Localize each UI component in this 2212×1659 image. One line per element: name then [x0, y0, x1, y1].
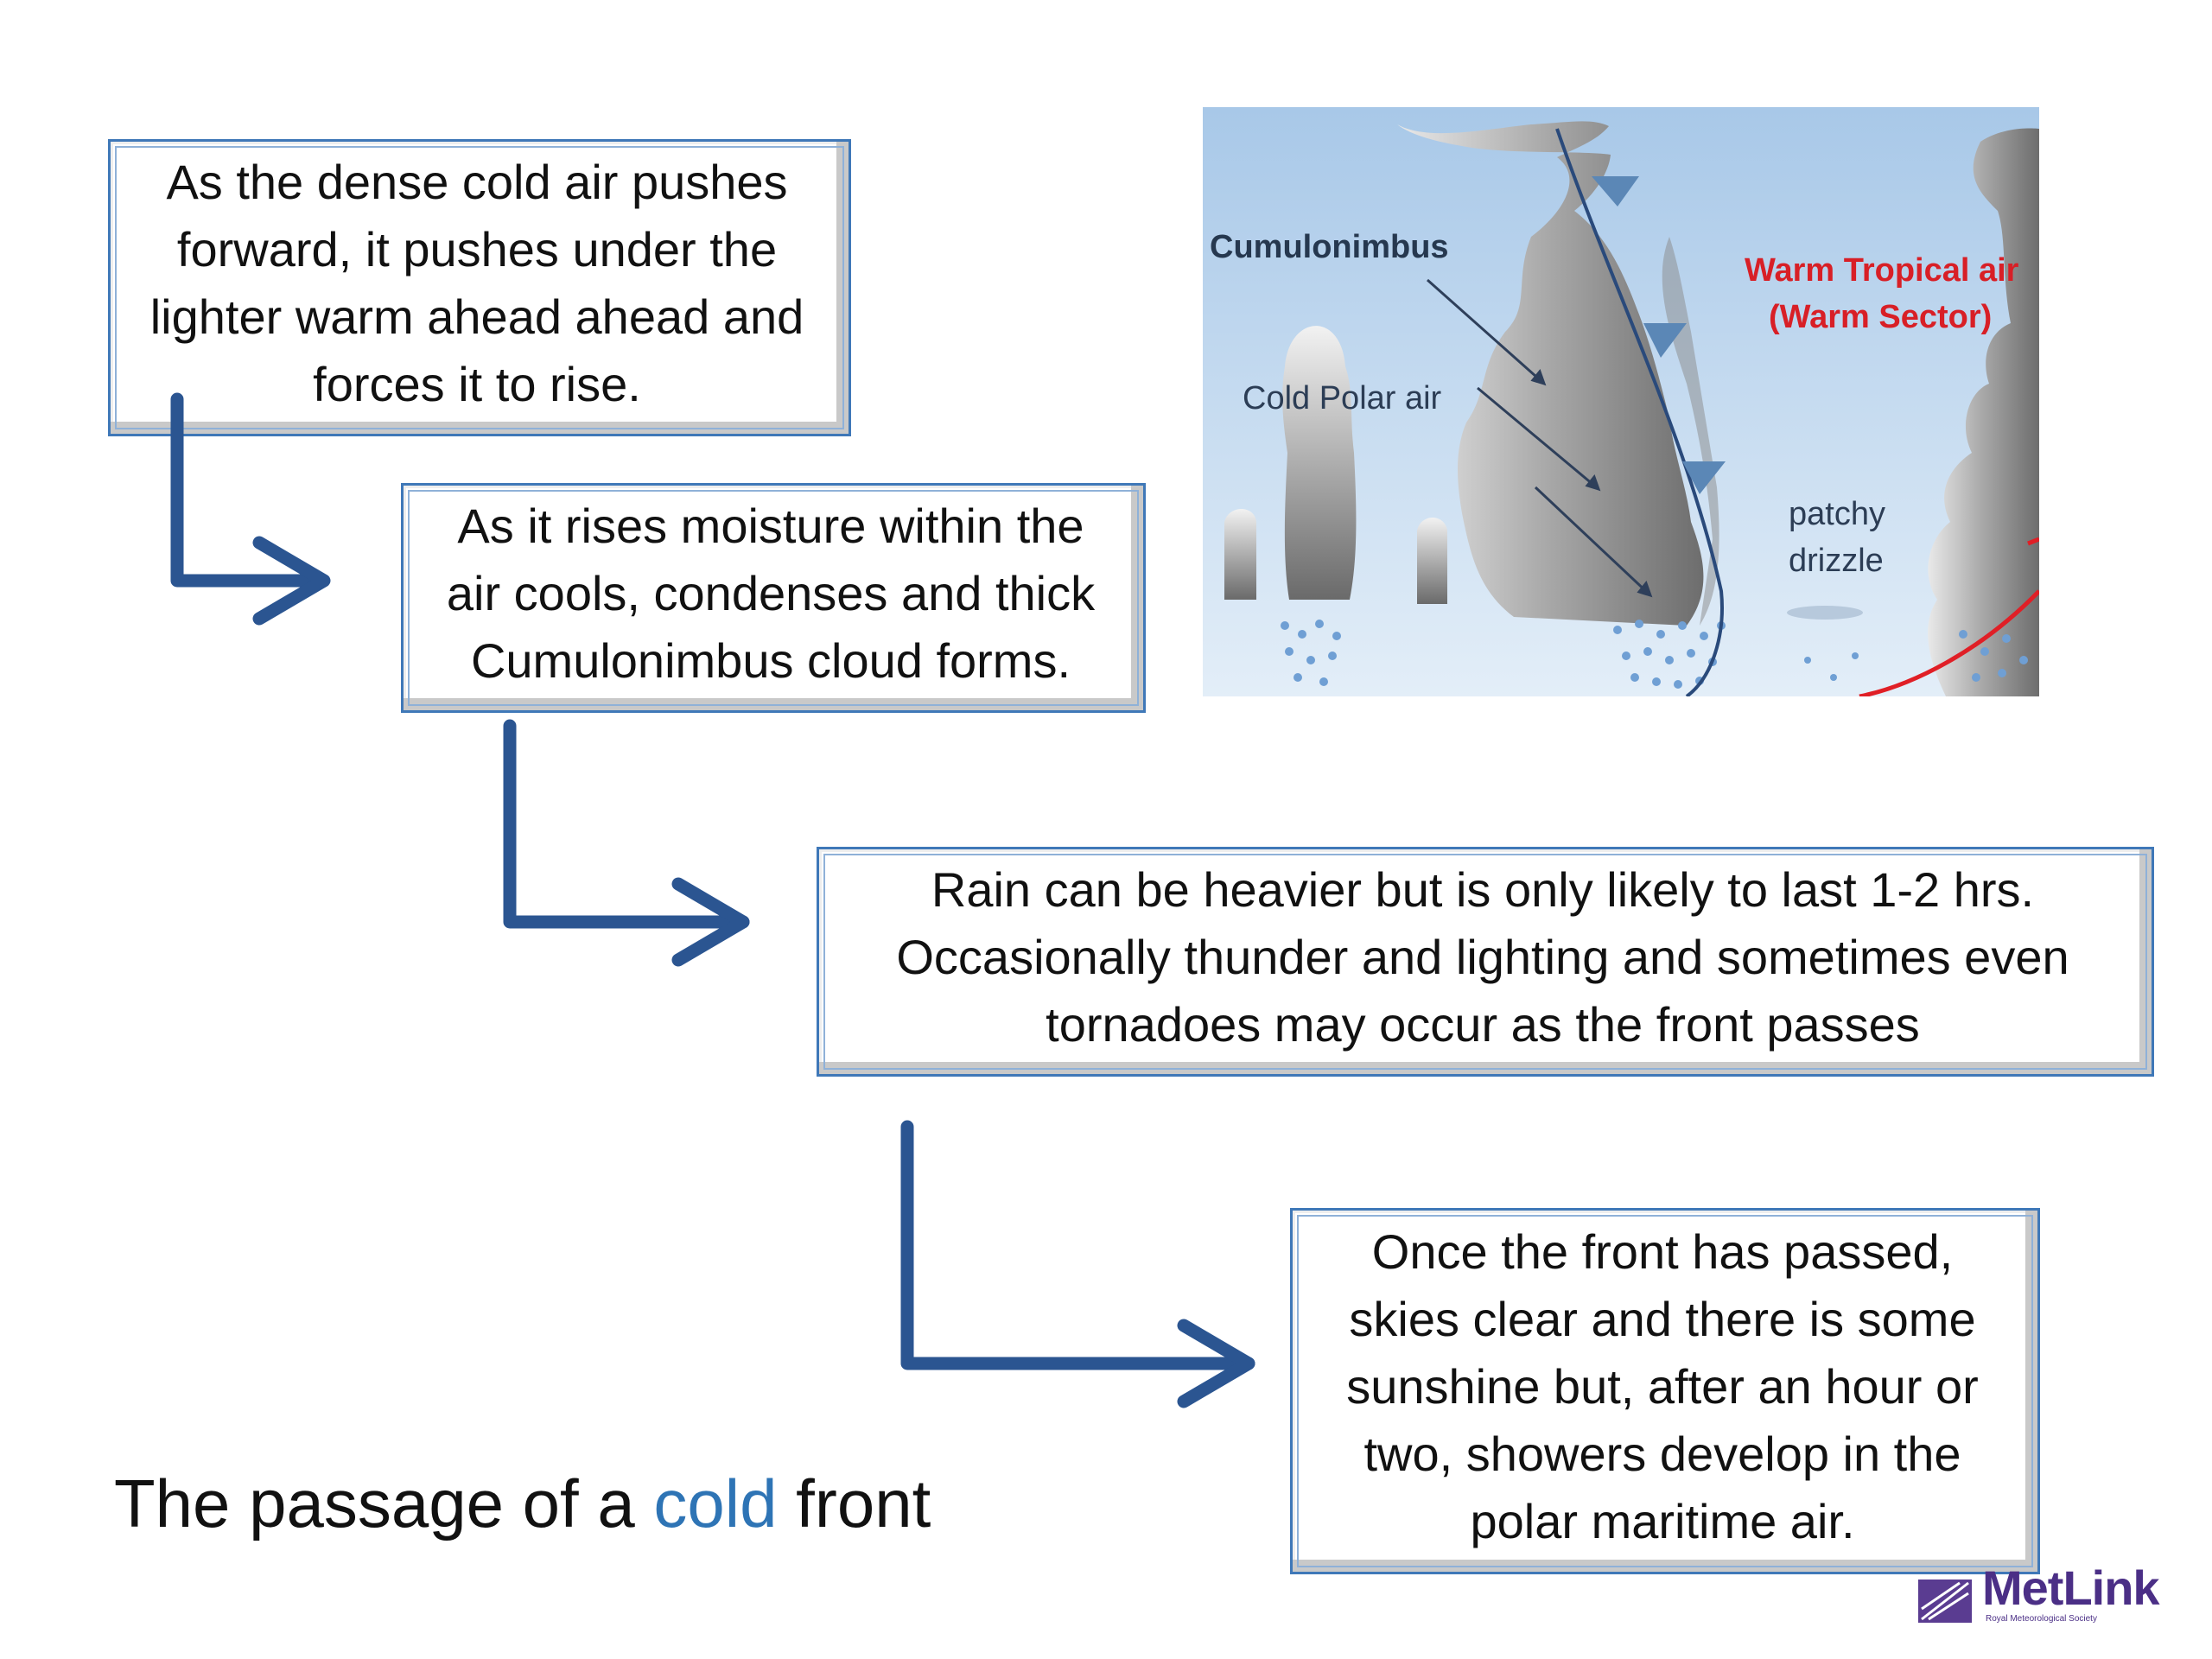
step-box-3: Rain can be heavier but is only likely t… [817, 847, 2154, 1077]
step-box-4: Once the front has passed, skies clear a… [1290, 1208, 2040, 1574]
cold-front-cross-section [1203, 107, 2039, 696]
arrow-3-to-4 [900, 1120, 1255, 1408]
pointer-arrows [1427, 278, 1653, 598]
small-clouds-left [1224, 326, 1447, 604]
title-highlight: cold [653, 1465, 778, 1541]
step-box-1: As the dense cold air pushes forward, it… [108, 139, 851, 436]
warm-front-line [1859, 589, 2039, 696]
metlink-logo: MetLink Royal Meteorological Society [1916, 1562, 2167, 1631]
cloud-right [1928, 128, 2039, 696]
title-after: front [777, 1465, 931, 1541]
drizzle-dots [1787, 606, 1863, 620]
metlink-logo-icon [1918, 1580, 1972, 1623]
step-text-4: Once the front has passed, skies clear a… [1346, 1224, 1979, 1548]
label-drizzle: drizzle [1789, 543, 1884, 579]
label-cumulonimbus: Cumulonimbus [1210, 229, 1449, 265]
step-text-2: As it rises moisture within the air cool… [446, 499, 1096, 688]
arrow-1-to-2 [170, 392, 331, 626]
label-patchy: patchy [1789, 496, 1885, 532]
step-text-1: As the dense cold air pushes forward, it… [149, 155, 804, 411]
arrow-2-to-3 [503, 719, 750, 967]
rain-drops [1281, 620, 2028, 689]
step-text-3: Rain can be heavier but is only likely t… [896, 862, 2069, 1052]
label-warm-sector: (Warm Sector) [1769, 299, 1993, 335]
label-warm-tropical-air: Warm Tropical air [1745, 252, 2019, 289]
step-box-2: As it rises moisture within the air cool… [401, 483, 1146, 713]
title-before: The passage of a [114, 1465, 654, 1541]
cold-front-illustration: Cumulonimbus Cold Polar air Warm Tropica… [1203, 107, 2039, 696]
logo-subtitle: Royal Meteorological Society [1986, 1614, 2097, 1624]
logo-name: MetLink [1982, 1560, 2160, 1615]
label-cold-polar-air: Cold Polar air [1243, 380, 1442, 416]
cold-front-line [1555, 128, 1726, 696]
page-title: The passage of a cold front [114, 1460, 931, 1547]
